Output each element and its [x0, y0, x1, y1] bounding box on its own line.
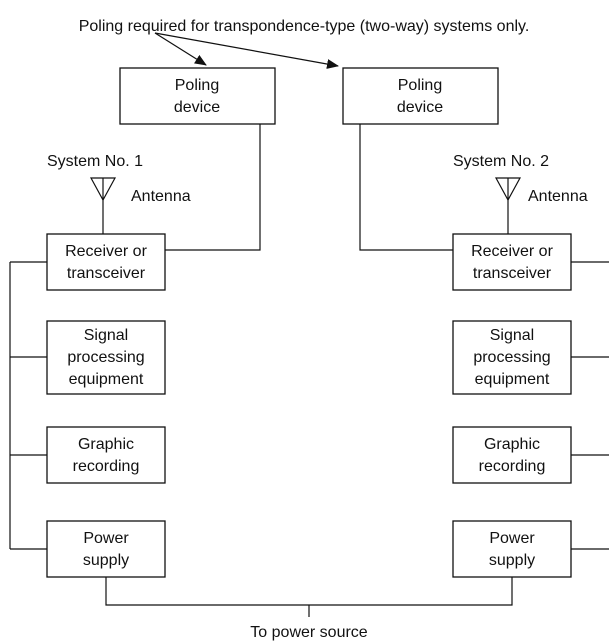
signal-processing-1: Signal processing equipment	[46, 320, 166, 395]
graphic-recording-2-line-2: recording	[479, 458, 546, 475]
poling-1-to-receiver-1-wire	[165, 124, 261, 251]
receiver-2: Receiver or transceiver	[452, 233, 572, 291]
receiver-1-line-2: transceiver	[67, 265, 146, 282]
system-2-label: System No. 2	[453, 153, 549, 170]
poling-arrows	[154, 32, 339, 69]
poling-device-1: Poling device	[119, 67, 276, 125]
system-1-label: System No. 1	[47, 153, 143, 170]
graphic-recording-1-line-2: recording	[73, 458, 140, 475]
signal-processing-1-line-3: equipment	[69, 371, 144, 388]
power-supply-1: Power supply	[46, 520, 166, 578]
system-1-bus	[9, 261, 47, 550]
poling-device-2-line-1: Poling	[398, 77, 442, 94]
arrow-to-poling-device-1	[154, 32, 207, 66]
power-supply-2: Power supply	[452, 520, 572, 578]
poling-device-2: Poling device	[342, 67, 499, 125]
receiver-2-line-2: transceiver	[473, 265, 552, 282]
power-supply-1-line-1: Power	[83, 530, 129, 547]
receiver-1-line-1: Receiver or	[65, 243, 147, 260]
signal-processing-2: Signal processing equipment	[452, 320, 572, 395]
poling-device-2-line-2: device	[397, 99, 443, 116]
antenna-1-icon	[89, 177, 117, 234]
power-source-label: To power source	[250, 624, 367, 641]
power-supply-2-line-2: supply	[489, 552, 535, 569]
graphic-recording-1-line-1: Graphic	[78, 436, 134, 453]
antenna-1-label: Antenna	[131, 188, 191, 205]
power-source-wire	[105, 577, 513, 606]
poling-2-to-receiver-2-wire	[359, 124, 453, 251]
arrow-to-poling-device-2	[154, 32, 339, 69]
graphic-recording-2: Graphic recording	[452, 426, 572, 484]
receiver-2-line-1: Receiver or	[471, 243, 553, 260]
antenna-2-label: Antenna	[528, 188, 588, 205]
signal-processing-1-line-2: processing	[67, 349, 144, 366]
signal-processing-2-line-3: equipment	[475, 371, 550, 388]
graphic-recording-2-line-1: Graphic	[484, 436, 540, 453]
signal-processing-2-line-2: processing	[473, 349, 550, 366]
antenna-2-icon	[494, 177, 522, 234]
poling-note: Poling required for transpondence-type (…	[79, 18, 530, 35]
signal-processing-2-line-1: Signal	[490, 327, 534, 344]
graphic-recording-1: Graphic recording	[46, 426, 166, 484]
system-2-bus	[571, 261, 609, 550]
poling-device-1-line-1: Poling	[175, 77, 219, 94]
signal-processing-1-line-1: Signal	[84, 327, 128, 344]
power-supply-2-line-1: Power	[489, 530, 535, 547]
power-supply-1-line-2: supply	[83, 552, 129, 569]
receiver-1: Receiver or transceiver	[46, 233, 166, 291]
poling-device-1-line-2: device	[174, 99, 220, 116]
